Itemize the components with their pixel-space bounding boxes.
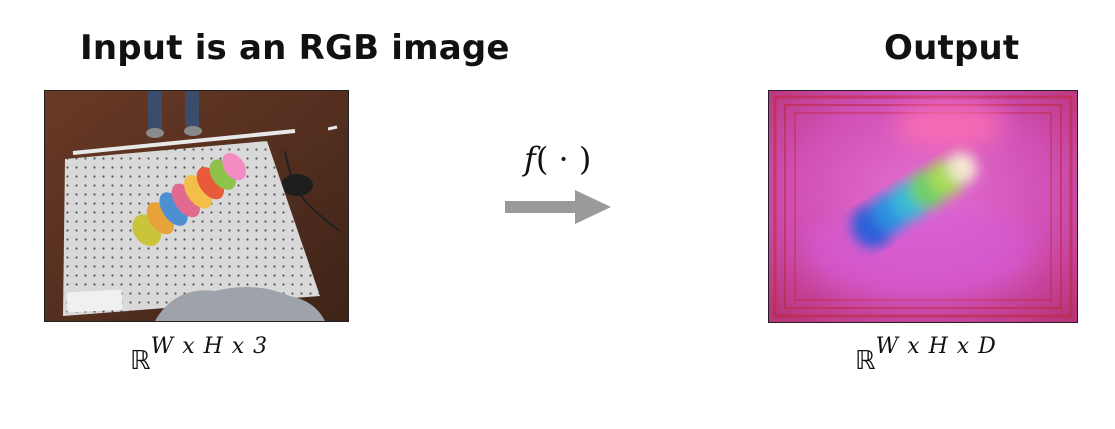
input-space-label: ℝW x H x 3 <box>130 334 268 376</box>
input-title: Input is an RGB image <box>80 28 510 68</box>
reals-symbol: ℝ <box>130 346 151 376</box>
output-title: Output <box>884 28 1020 68</box>
function-args: ( · ) <box>535 140 592 178</box>
arrow-right-icon <box>505 190 611 224</box>
output-dimensions: W x H x D <box>875 334 997 359</box>
output-space-label: ℝW x H x D <box>855 334 997 376</box>
function-name: f <box>524 140 536 178</box>
reals-symbol: ℝ <box>855 346 876 376</box>
function-label: f( · ) <box>524 140 591 178</box>
input-dimensions: W x H x 3 <box>150 334 269 359</box>
output-feature-map <box>768 90 1078 323</box>
input-rgb-image <box>44 90 349 322</box>
